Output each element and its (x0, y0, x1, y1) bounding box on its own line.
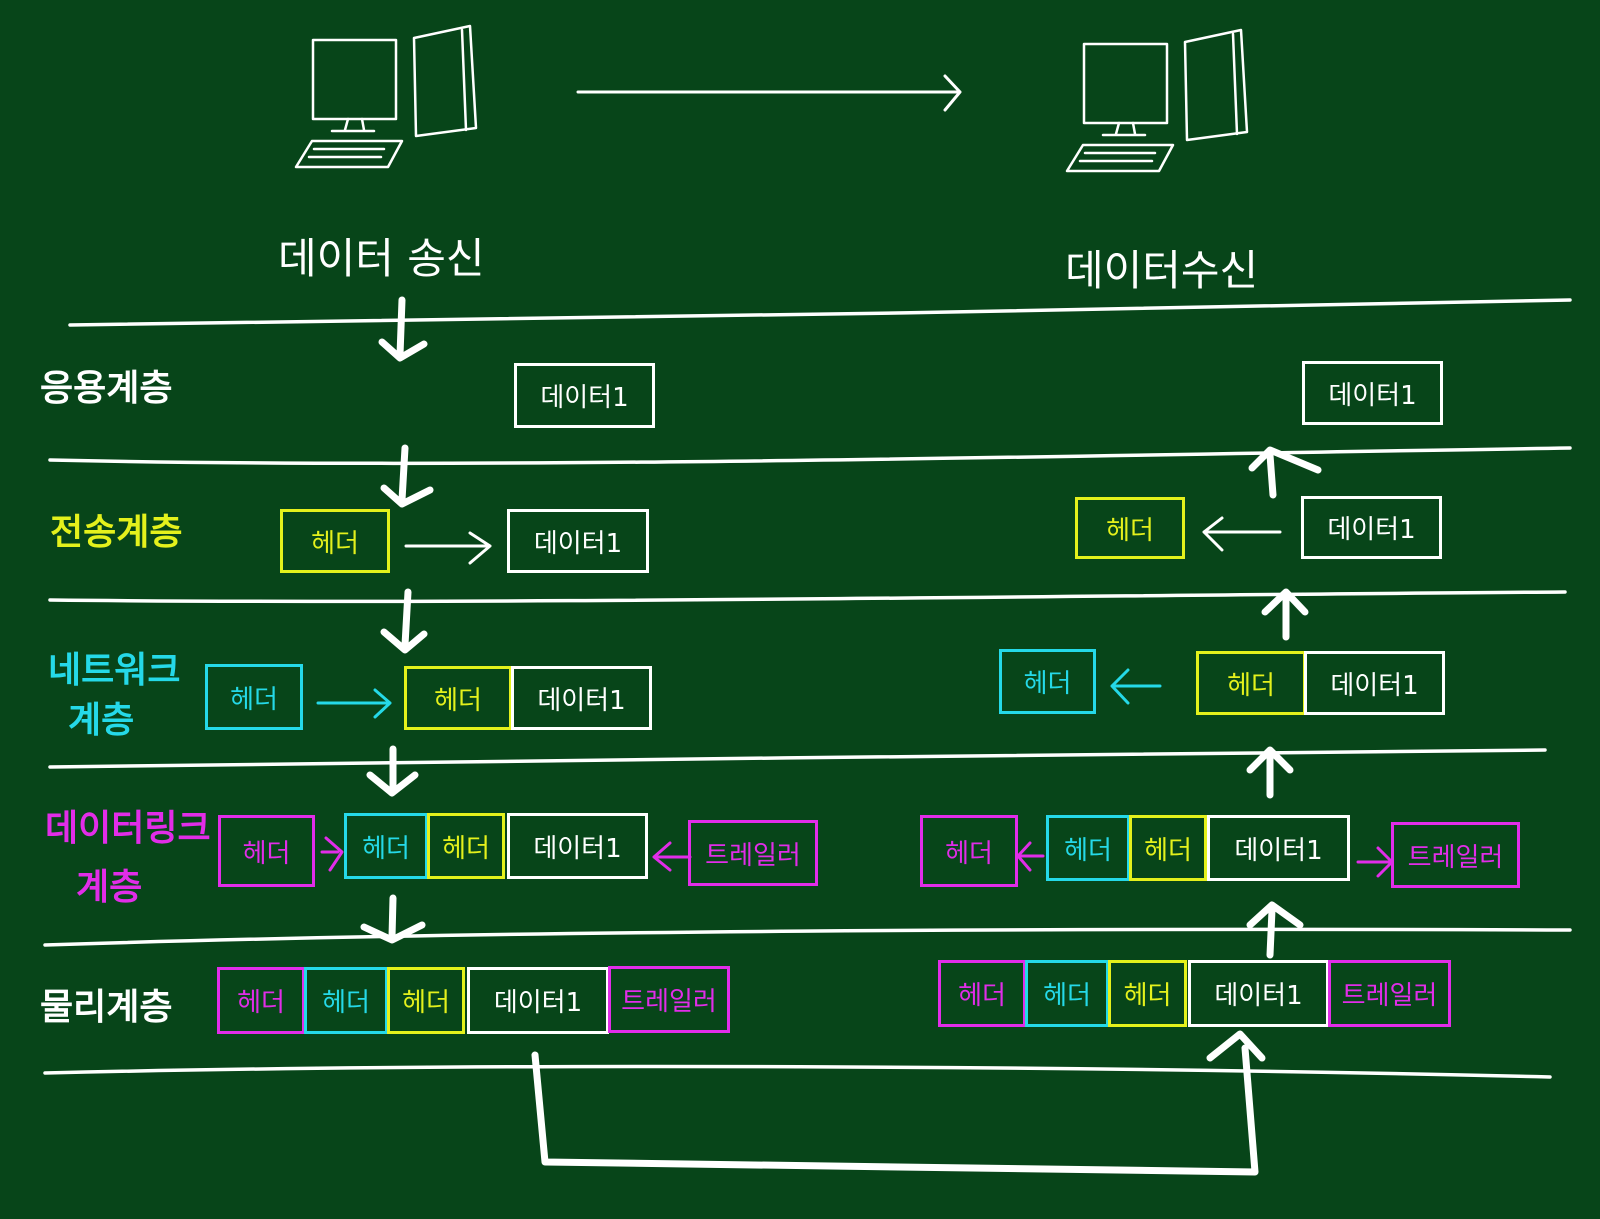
layer-label-physical: 물리계층 (40, 987, 173, 1028)
layer-label-datalink: 데이터링크 (45, 808, 211, 849)
network-header-box: 헤더 (344, 813, 428, 879)
network-header-box: 헤더 (1046, 815, 1130, 881)
network-header-box: 헤더 (999, 649, 1096, 714)
data-box: 데이터1 (1304, 651, 1445, 715)
data-box: 데이터1 (511, 666, 652, 730)
layer-label-datalink-suffix: 계층 (76, 867, 143, 908)
transport-header-box: 헤더 (280, 509, 390, 573)
data-box: 데이터1 (1302, 361, 1443, 425)
sender-title: 데이터 송신 (278, 234, 485, 283)
layer-label-network-suffix: 계층 (68, 700, 135, 741)
data-box: 데이터1 (514, 363, 655, 428)
data-box: 데이터1 (1301, 496, 1442, 559)
layer-label-application: 응용계층 (40, 368, 173, 409)
datalink-trailer-box: 트레일러 (608, 966, 730, 1033)
transport-header-box: 헤더 (1075, 497, 1185, 559)
datalink-trailer-box: 트레일러 (1391, 822, 1520, 888)
computer-icon (294, 24, 478, 169)
data-box: 데이터1 (467, 967, 609, 1034)
data-box: 데이터1 (507, 813, 648, 879)
datalink-trailer-box: 트레일러 (688, 820, 818, 886)
network-header-box: 헤더 (205, 664, 303, 730)
receiver-title: 데이터수신 (1065, 246, 1259, 295)
datalink-header-box: 헤더 (218, 815, 315, 887)
transport-header-box: 헤더 (1196, 651, 1306, 715)
data-box: 데이터1 (1207, 815, 1350, 881)
layer-label-network: 네트워크 (48, 650, 181, 691)
data-box: 데이터1 (507, 509, 649, 573)
network-header-box: 헤더 (1025, 960, 1109, 1027)
transport-header-box: 헤더 (1108, 960, 1187, 1027)
network-header-box: 헤더 (304, 967, 388, 1034)
datalink-header-box: 헤더 (217, 967, 305, 1034)
computer-icon (1065, 28, 1249, 173)
transport-header-box: 헤더 (387, 967, 465, 1034)
transport-header-box: 헤더 (404, 666, 512, 730)
data-box: 데이터1 (1188, 960, 1329, 1027)
datalink-header-box: 헤더 (920, 815, 1018, 887)
transport-header-box: 헤더 (427, 813, 505, 879)
datalink-trailer-box: 트레일러 (1328, 960, 1451, 1027)
datalink-header-box: 헤더 (938, 960, 1026, 1027)
layer-label-transport: 전송계층 (50, 512, 183, 553)
transport-header-box: 헤더 (1129, 815, 1207, 881)
